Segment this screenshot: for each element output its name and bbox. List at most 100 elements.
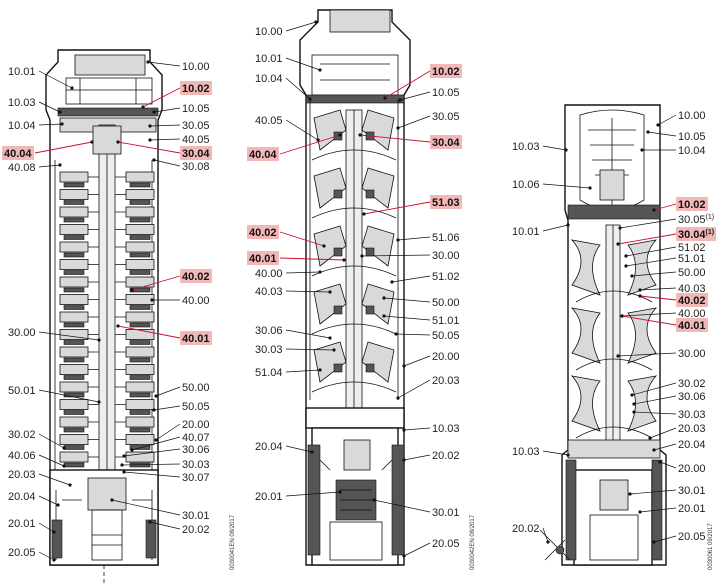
middle-stage-diffuser — [311, 149, 397, 161]
left-stage-impeller-right — [125, 224, 155, 235]
left-stage-ring-left — [63, 182, 85, 188]
callout-target-dot — [564, 148, 568, 152]
left-stage-impeller-left — [59, 294, 89, 305]
callout-highlight — [247, 147, 279, 161]
callout-label: 10.03 — [8, 97, 36, 109]
callout-label: 30.05(1) — [678, 214, 714, 226]
callout-label: 40.01 — [249, 253, 277, 265]
callout-leader-line — [403, 542, 431, 557]
callout-label: 30.01 — [432, 507, 460, 519]
callout-right-pump-r5: 30.05(1) — [618, 214, 714, 230]
callout-target-dot — [630, 393, 634, 397]
left-stage-ring-left — [63, 217, 85, 223]
callout-left-pump-l9: 40.06 — [8, 450, 66, 468]
callout-left-pump-r11: 50.00 — [154, 382, 210, 398]
callout-label: 30.01 — [678, 485, 706, 497]
callout-right-pump-r10: 40.03 — [638, 283, 706, 295]
callout-left-pump-r3: 10.05 — [152, 103, 210, 115]
callout-target-dot — [310, 450, 314, 454]
callout-leader-line — [117, 141, 181, 154]
callout-right-pump-r14: 30.00 — [616, 348, 706, 360]
left-stage-ring-right — [129, 252, 151, 258]
callout-label: 20.01 — [678, 503, 706, 515]
callout-leader-line — [38, 164, 61, 168]
callout-middle-pump-l14: 20.01 — [255, 490, 342, 503]
callout-target-dot — [566, 223, 570, 227]
callout-leader-line — [542, 145, 567, 151]
left-drawing-code: 0030041EN 08/2017 — [230, 514, 236, 570]
callout-left-pump-l4: 40.04 — [2, 140, 94, 160]
callout-leader-line — [397, 236, 431, 241]
callout-leader-line — [653, 443, 677, 451]
callout-target-dot — [620, 314, 624, 318]
left-stage-impeller-left — [59, 224, 89, 235]
callout-label: 10.01 — [255, 53, 283, 65]
left-stage-ring-left — [63, 427, 85, 433]
callout-label: 40.05 — [182, 134, 210, 146]
callout-target-dot — [358, 133, 362, 137]
callout-label: 10.03 — [512, 446, 540, 458]
callout-left-pump-r4: 30.05 — [148, 120, 210, 132]
callout-label: 30.05 — [432, 111, 460, 123]
right-stage-diffuser — [575, 358, 653, 371]
middle-stage-diffuser — [311, 323, 397, 335]
callout-leader-line — [285, 369, 321, 373]
callout-leader-line — [653, 535, 677, 543]
callout-left-pump-r10: 40.01 — [116, 324, 212, 345]
callout-left-pump-r9: 40.00 — [150, 295, 210, 307]
callout-right-pump-r23: 20.05 — [652, 531, 706, 544]
callout-left-pump-r12: 50.05 — [152, 401, 210, 413]
callout-right-pump-r7: 51.02 — [624, 242, 706, 258]
callout-label: 40.03 — [255, 286, 283, 298]
callout-leader-line — [639, 295, 677, 301]
callout-leader-line — [631, 271, 677, 277]
callout-leader-line — [131, 275, 181, 291]
callout-target-dot — [402, 554, 406, 558]
right-stage-vane-left — [570, 375, 601, 432]
left-stage-impeller-left — [59, 189, 89, 200]
callout-label: 50.05 — [432, 330, 460, 342]
callout-target-dot — [638, 510, 642, 514]
callout-label: 51.01 — [432, 315, 460, 327]
callout-highlight — [676, 227, 716, 241]
left-stage-ring-left — [63, 357, 85, 363]
callout-leader-line — [38, 123, 63, 126]
callout-label: 10.06 — [512, 179, 540, 191]
left-stage-ring-right — [129, 340, 151, 345]
callout-target-dot — [638, 288, 642, 292]
callout-left-pump-l10: 20.03 — [8, 469, 72, 487]
callout-leader-line — [153, 405, 181, 411]
middle-stage-wear-ring — [365, 247, 375, 257]
callout-highlight — [676, 318, 708, 332]
callout-target-dot — [116, 324, 120, 328]
left-stage-impeller-right — [125, 329, 155, 340]
callout-label: 20.04 — [678, 439, 706, 451]
left-stage-impeller-right — [125, 259, 155, 270]
callout-leader-line — [397, 379, 431, 399]
callout-left-pump-l13: 20.05 — [8, 547, 56, 562]
left-stage-impeller-right — [125, 346, 155, 358]
callout-leader-line — [649, 427, 677, 439]
callout-label: 40.06 — [8, 450, 36, 462]
right-stage-vane-right — [627, 239, 658, 296]
callout-left-pump-l5: 40.08 — [8, 162, 62, 174]
callout-label: 51.01 — [678, 253, 706, 265]
middle-stage-wear-ring — [333, 305, 343, 315]
callout-label: 30.03 — [255, 344, 283, 356]
callout-label: 51.02 — [432, 271, 460, 283]
right-stage-diffuser — [575, 290, 653, 303]
callout-target-dot — [656, 123, 660, 127]
callout-label: 40.03 — [678, 283, 706, 295]
callout-target-dot — [90, 140, 94, 144]
left-stage-ring-right — [129, 305, 151, 310]
left-stage-impeller-right — [125, 451, 155, 463]
callout-highlight — [2, 146, 34, 160]
left-stage-impeller-left — [59, 451, 89, 463]
callout-label: 30.02 — [8, 429, 36, 441]
callout-leader-line — [617, 352, 677, 357]
callout-target-dot — [332, 348, 336, 352]
callout-target-dot — [566, 453, 570, 457]
callout-target-dot — [616, 242, 620, 246]
callout-leader-line — [131, 436, 181, 451]
